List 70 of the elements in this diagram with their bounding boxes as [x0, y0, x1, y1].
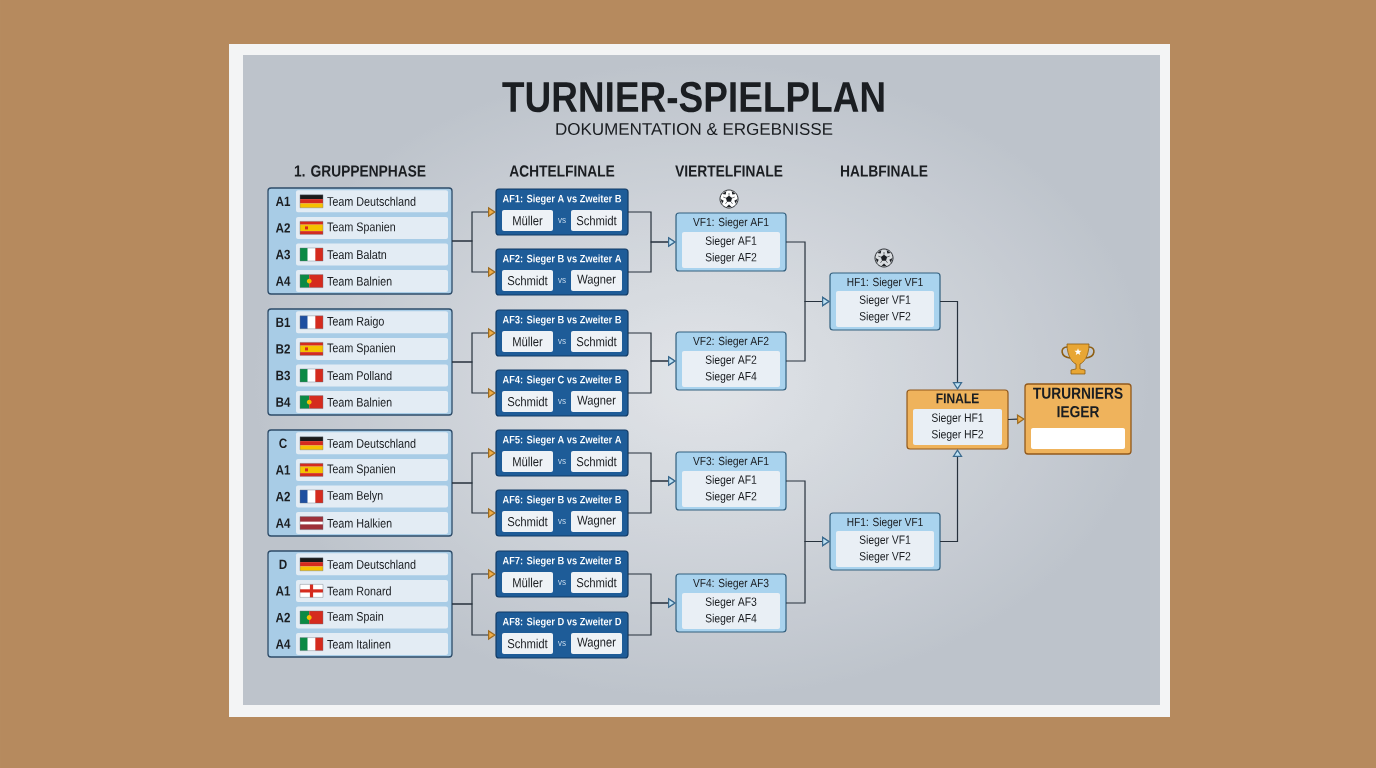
vs-label: vs [557, 458, 566, 465]
row-label: B1 [276, 317, 291, 327]
row-label: A4 [275, 276, 291, 286]
row-label: A1 [275, 196, 291, 206]
row-label: C [279, 438, 287, 449]
arrow [627, 236, 676, 273]
column-heading: ACHTELFINALE [509, 165, 615, 177]
vs-label: vs [557, 338, 566, 345]
arrow [939, 449, 963, 543]
vs-label: vs [557, 640, 566, 647]
column-heading: HALBFINALE [841, 165, 928, 177]
title: TURNIER-SPIELPLAN [502, 81, 884, 113]
team-row: Team Italinen [296, 633, 448, 656]
row-label: A4 [275, 518, 291, 528]
result-panel: Sieger AF1 Sieger AF2 [682, 232, 780, 268]
team-row: Team Raigo [296, 311, 448, 334]
name-field: Wagner [571, 270, 622, 291]
vs-label: vs [557, 518, 566, 525]
name-field: Schmidt [502, 391, 553, 412]
arrow [627, 475, 676, 514]
result-panel: Sieger AF2 Sieger AF4 [682, 351, 780, 387]
row-label: A2 [275, 223, 290, 233]
name-field: Müller [502, 210, 553, 231]
name-field: Wagner [571, 633, 622, 654]
team-row: Team Balnien [296, 391, 448, 414]
name-field: Wagner [571, 511, 622, 532]
subtitle: DOKUMENTATION & ERGEBNISSE [556, 123, 833, 135]
row-label: A1 [275, 465, 291, 475]
row-label: A1 [275, 586, 291, 596]
name-field: Schmidt [502, 270, 553, 291]
name-field: Schmidt [571, 210, 622, 231]
arrow [627, 597, 676, 636]
result-panel: Sieger VF1 Sieger VF2 [836, 291, 934, 327]
vs-label: vs [557, 277, 566, 284]
name-field: Müller [502, 572, 553, 593]
row-label: B4 [276, 397, 291, 407]
arrow [627, 355, 676, 394]
name-field: Schmidt [571, 451, 622, 472]
team-row: Team Deutschland [296, 553, 448, 576]
result-panel: Sieger AF1 Sieger AF2 [682, 471, 780, 507]
name-field: Schmidt [502, 633, 553, 654]
arrow [939, 300, 963, 390]
name-field: Schmidt [571, 572, 622, 593]
answer-box [1031, 428, 1125, 449]
team-row: Team Balnien [296, 270, 448, 293]
arrow [785, 536, 830, 604]
row-label: B3 [276, 370, 290, 381]
arrow [785, 296, 830, 362]
name-field: Wagner [571, 391, 622, 412]
row-label: D [279, 559, 287, 569]
name-field: Müller [502, 451, 553, 472]
column-heading: 1. GRUPPENPHASE [294, 165, 426, 177]
column-heading: VIERTELFINALE [675, 165, 783, 177]
result-panel: Sieger AF3 Sieger AF4 [682, 593, 780, 629]
team-row: Team Deutschland [296, 190, 448, 213]
result-panel: Sieger VF1 Sieger VF2 [836, 531, 934, 567]
result-panel: Sieger HF1 Sieger HF2 [913, 409, 1002, 445]
team-row: Team Halkien [296, 512, 448, 535]
row-label: A2 [275, 612, 290, 623]
row-label: B2 [276, 344, 290, 354]
vs-label: vs [557, 398, 566, 405]
name-field: Schmidt [571, 331, 622, 352]
row-label: A2 [275, 491, 290, 502]
name-field: Schmidt [502, 511, 553, 532]
row-label: A3 [275, 249, 290, 260]
team-row: Team Deutschland [296, 432, 448, 455]
vs-label: vs [557, 217, 566, 224]
row-label: A4 [275, 639, 291, 649]
name-field: Müller [502, 331, 553, 352]
vs-label: vs [557, 579, 566, 586]
